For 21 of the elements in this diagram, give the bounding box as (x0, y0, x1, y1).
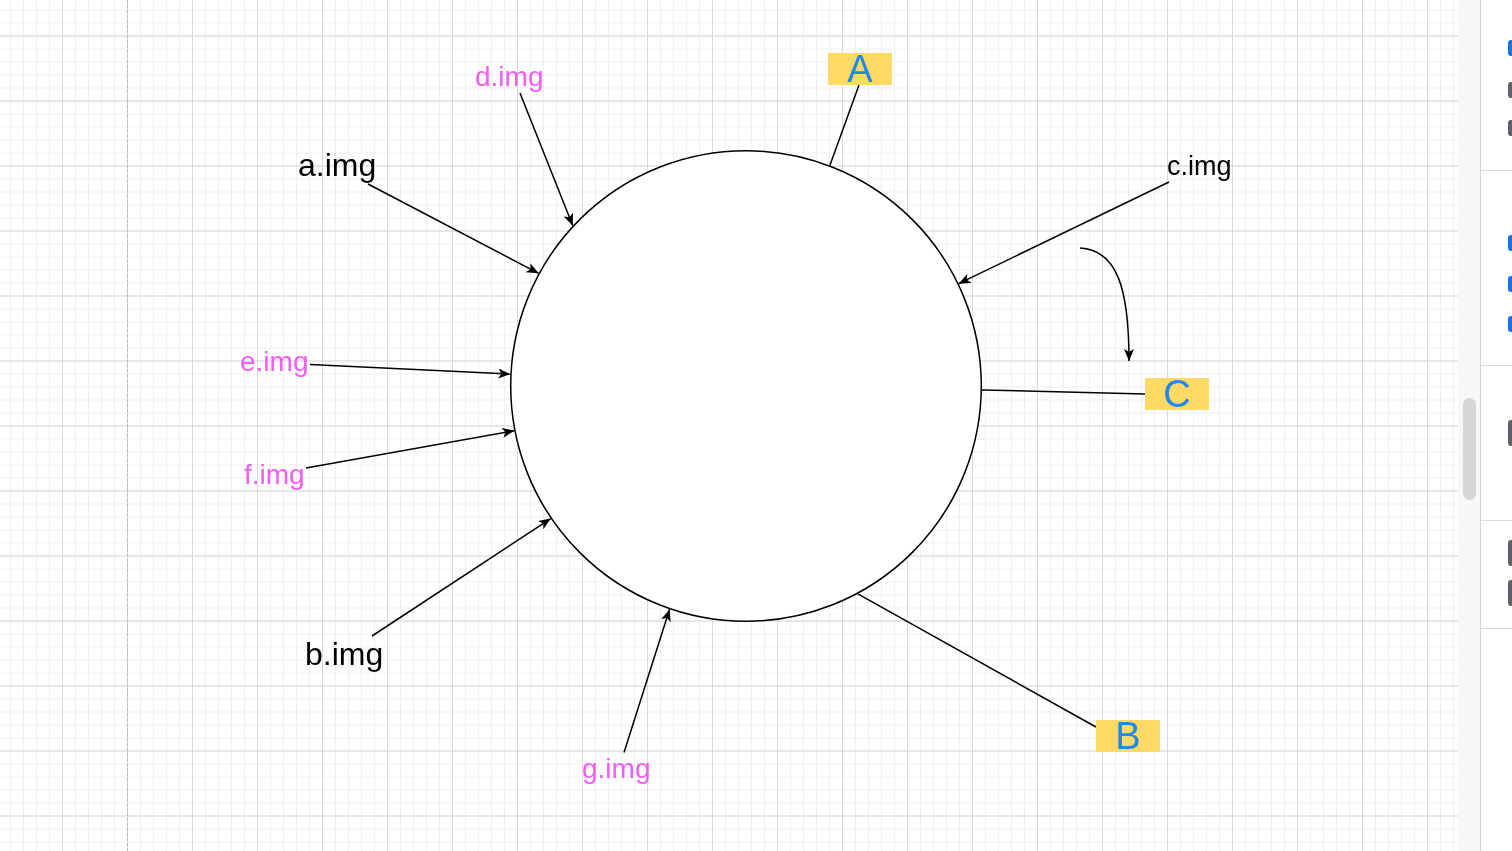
highlighted-label: C (1145, 378, 1209, 410)
arrow (305, 427, 516, 469)
arrow (367, 183, 540, 275)
connector-line (857, 593, 1097, 728)
arrow (519, 92, 574, 227)
arrow (371, 517, 552, 637)
file-label: b.img (305, 635, 384, 673)
file-label: a.img (298, 147, 377, 184)
connector-line (981, 389, 1146, 395)
arrow (957, 181, 1170, 285)
arrow (623, 608, 671, 754)
file-label: g.img (582, 752, 651, 785)
file-label: c.img (1167, 151, 1232, 183)
highlighted-label: A (828, 53, 892, 85)
large-circle (510, 150, 982, 622)
highlighted-label: B (1096, 720, 1160, 752)
file-label: f.img (244, 459, 306, 492)
arrow (309, 363, 512, 379)
connector-line (829, 84, 860, 167)
file-label: d.img (475, 61, 544, 94)
file-label: e.img (240, 346, 310, 379)
